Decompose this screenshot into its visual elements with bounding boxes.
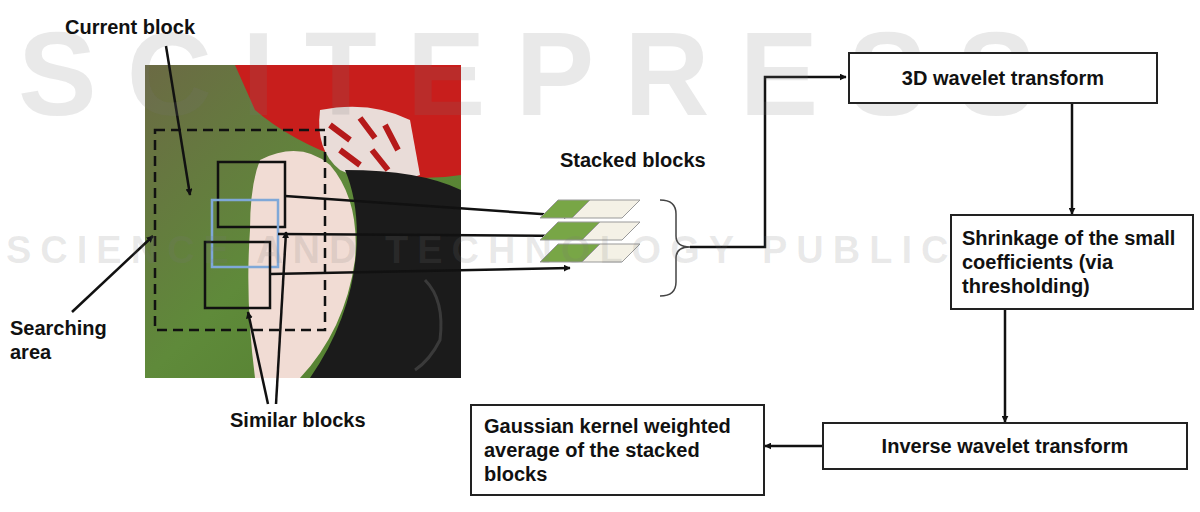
flow-arrow: [1071, 104, 1074, 214]
box-text: Inverse wavelet transform: [834, 434, 1176, 458]
block-arrow: [285, 196, 570, 216]
process-box: 3D wavelet transform: [848, 52, 1158, 104]
annotation-label: Searching area: [10, 316, 130, 364]
annotation-label: Current block: [65, 15, 265, 39]
box-text: 3D wavelet transform: [860, 66, 1146, 90]
process-box: Gaussian kernel weighted average of the …: [470, 404, 765, 496]
process-box: Shrinkage of the small coefficients (via…: [950, 214, 1194, 310]
box-text: Gaussian kernel weighted average of the …: [484, 414, 751, 486]
leader-arrow: [248, 312, 268, 404]
block-light: [572, 200, 640, 218]
annotation-label: Similar blocks: [230, 408, 430, 432]
feather-line: [415, 280, 441, 370]
flow-arrow: [765, 445, 822, 448]
dark-feathers: [310, 170, 461, 378]
similar-block: [218, 162, 285, 227]
annotation-label: Stacked blocks: [560, 148, 760, 172]
box-text: Shrinkage of the small coefficients (via…: [962, 226, 1182, 298]
process-box: Inverse wavelet transform: [822, 422, 1188, 470]
flow-arrow: [1004, 310, 1007, 422]
